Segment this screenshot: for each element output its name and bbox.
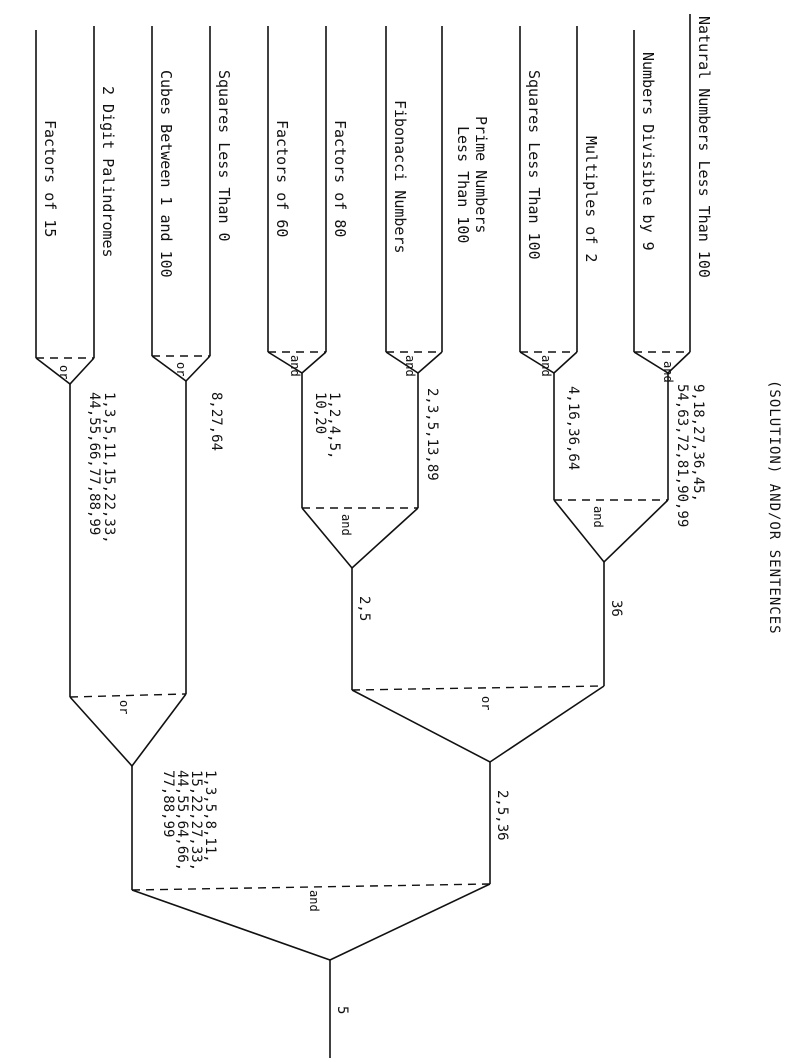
output-left-union-1: 1,3,5,8,11, (202, 770, 218, 863)
output-36: 36 (608, 600, 624, 617)
output-f80-f60: 1,2,4,5, (326, 392, 342, 459)
input-palindromes: 2 Digit Palindromes (99, 86, 117, 258)
final-output-5: 5 (334, 1006, 350, 1014)
output-2-5: 2,5 (356, 596, 372, 621)
input-natural-numbers: Natural Numbers Less Than 100 (695, 16, 713, 278)
gate-and-8: and (339, 514, 353, 536)
input-factors-of-60: Factors of 60 (273, 120, 291, 237)
level4-and-final (131, 762, 491, 1058)
gate-or-9: or (479, 696, 493, 710)
input-pair-prime-fib (385, 26, 443, 375)
output-prime-fib: 2,3,5,13,89 (424, 388, 440, 481)
level3-or-right (351, 562, 605, 763)
output-left-union-3: 44,55,64,66, (174, 770, 190, 871)
input-squares-less-100: Squares Less Than 100 (525, 70, 543, 260)
output-pal-f15: 1,3,5,11,15,22,33, (101, 392, 117, 544)
output-div9-set: 9,18,27,36,45, (690, 384, 706, 502)
gate-or-10: or (117, 700, 131, 714)
input-multiples-of-2: Multiples of 2 (582, 136, 600, 262)
gate-and-4: and (288, 355, 302, 377)
input-fibonacci: Fibonacci Numbers (391, 100, 409, 254)
output-squares-even: 4,16,36,64 (565, 386, 581, 470)
gate-and-3: and (403, 355, 417, 377)
input-cubes-1-100: Cubes Between 1 and 100 (157, 70, 175, 278)
gate-and-11: and (307, 890, 321, 912)
input-prime-line2: Less Than 100 (454, 126, 472, 243)
input-squares-less-0: Squares Less Than 0 (215, 70, 233, 242)
output-left-union-4: 77,88,99 (160, 770, 176, 837)
input-prime-line1: Prime Numbers (472, 116, 490, 233)
gate-or-6: or (57, 365, 71, 379)
output-pal-f15-2: 44,55,66,77,88,99 (86, 392, 102, 535)
output-sq0-cubes: 8,27,64 (208, 392, 224, 451)
input-factors-of-80: Factors of 80 (331, 120, 349, 237)
page-title: (SOLUTION) AND/OR SENTENCES (766, 380, 782, 635)
input-divisible-by-9: Numbers Divisible by 9 (639, 52, 657, 251)
output-div9-set-2: 54,63,72,81,90,99 (674, 384, 690, 527)
input-factors-of-15: Factors of 15 (41, 120, 59, 237)
gate-and-2: and (539, 355, 553, 377)
gate-and-7: and (591, 506, 605, 528)
input-pair-f80-f60 (267, 26, 327, 374)
gate-or-5: or (174, 362, 188, 376)
output-2-5-36: 2,5,36 (494, 790, 510, 841)
gate-and-1: and (661, 361, 675, 383)
output-left-union-2: 15,22,27,33, (188, 770, 204, 871)
output-f80-f60-2: 10,20 (312, 392, 328, 434)
